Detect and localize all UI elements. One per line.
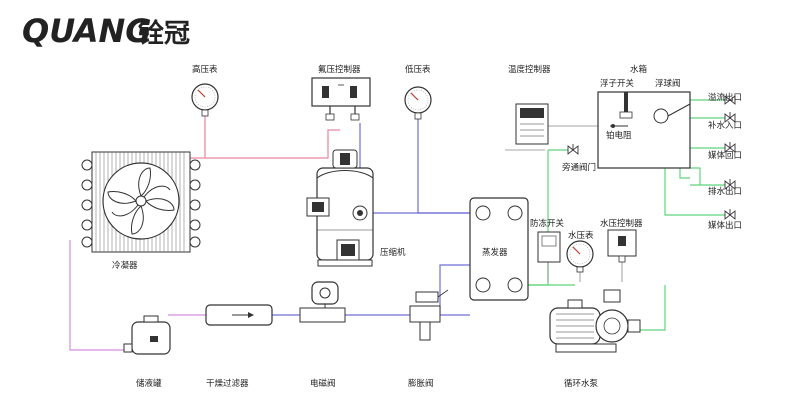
label-water-pressure-gauge: 水压表 <box>568 230 594 241</box>
water-pressure-gauge <box>566 240 594 273</box>
label-low-pressure-gauge: 低压表 <box>405 64 431 75</box>
solenoid-valve <box>299 281 346 323</box>
drain-outlet-valve <box>724 179 736 190</box>
label-medium-outlet: 媒体出口 <box>708 220 742 231</box>
signal-lines <box>505 125 623 282</box>
refrigerant-pressure-controller <box>311 77 371 121</box>
label-water-pressure-controller: 水压控制器 <box>600 218 643 229</box>
tank-port-valves <box>724 95 736 220</box>
label-antifreeze-switch: 防冻开关 <box>530 218 565 229</box>
label-bypass-valve: 旁通阀门 <box>562 162 596 173</box>
compressor <box>306 149 374 267</box>
label-high-pressure-gauge: 高压表 <box>192 64 218 75</box>
overflow-outlet-valve <box>724 95 736 105</box>
bypass-valve <box>567 144 579 155</box>
high-pressure-gauge <box>191 83 219 117</box>
medium-outlet-valve <box>724 209 736 220</box>
label-overflow-outlet: 溢流出口 <box>708 92 742 103</box>
evaporator <box>469 197 529 301</box>
label-temperature-controller: 温度控制器 <box>508 64 551 75</box>
label-receiver: 储液罐 <box>136 378 162 389</box>
component-labels: 高压表 氟压控制器 低压表 温度控制器 水箱 浮子开关 浮球阀 溢流出口 补水入… <box>112 64 742 389</box>
logo-chinese-text: 铨冠 <box>138 18 190 49</box>
label-float-switch: 浮子开关 <box>600 78 635 89</box>
label-float-valve: 浮球阀 <box>655 78 681 89</box>
temperature-controller <box>515 103 549 145</box>
label-circulation-pump: 循环水泵 <box>564 378 599 389</box>
high-pressure-lines <box>190 110 340 165</box>
low-pressure-gauge <box>404 86 432 120</box>
antifreeze-switch <box>537 231 561 263</box>
water-tank <box>597 91 691 169</box>
label-solenoid-valve: 电磁阀 <box>310 378 336 389</box>
label-water-inlet: 补水入口 <box>708 120 742 131</box>
low-pressure-lines <box>272 118 470 316</box>
condenser <box>81 151 201 253</box>
label-condenser: 冷凝器 <box>112 260 138 271</box>
logo-latin-text: QUANG <box>22 12 152 50</box>
label-water-tank: 水箱 <box>630 64 648 75</box>
label-expansion-valve: 膨胀阀 <box>408 378 434 389</box>
water-lines <box>525 99 725 331</box>
liquid-receiver <box>123 315 171 355</box>
label-evaporator: 蒸发器 <box>482 247 508 258</box>
label-drier-filter: 干燥过滤器 <box>206 378 249 389</box>
liquid-lines <box>69 240 206 351</box>
label-pressure-controller: 氟压控制器 <box>318 64 361 75</box>
brand-logo: QUANG 铨冠 <box>22 12 190 50</box>
drier-filter <box>205 304 273 326</box>
label-heater: 铂电阻 <box>606 130 632 141</box>
circulation-pump <box>549 289 641 353</box>
water-inlet-valve <box>724 112 736 123</box>
label-drain-outlet: 排水出口 <box>708 186 742 197</box>
expansion-valve <box>409 289 449 341</box>
medium-return-valve <box>724 142 736 153</box>
label-medium-return: 媒体回口 <box>708 150 742 161</box>
label-compressor: 压缩机 <box>380 247 406 258</box>
water-pressure-controller <box>607 229 637 263</box>
